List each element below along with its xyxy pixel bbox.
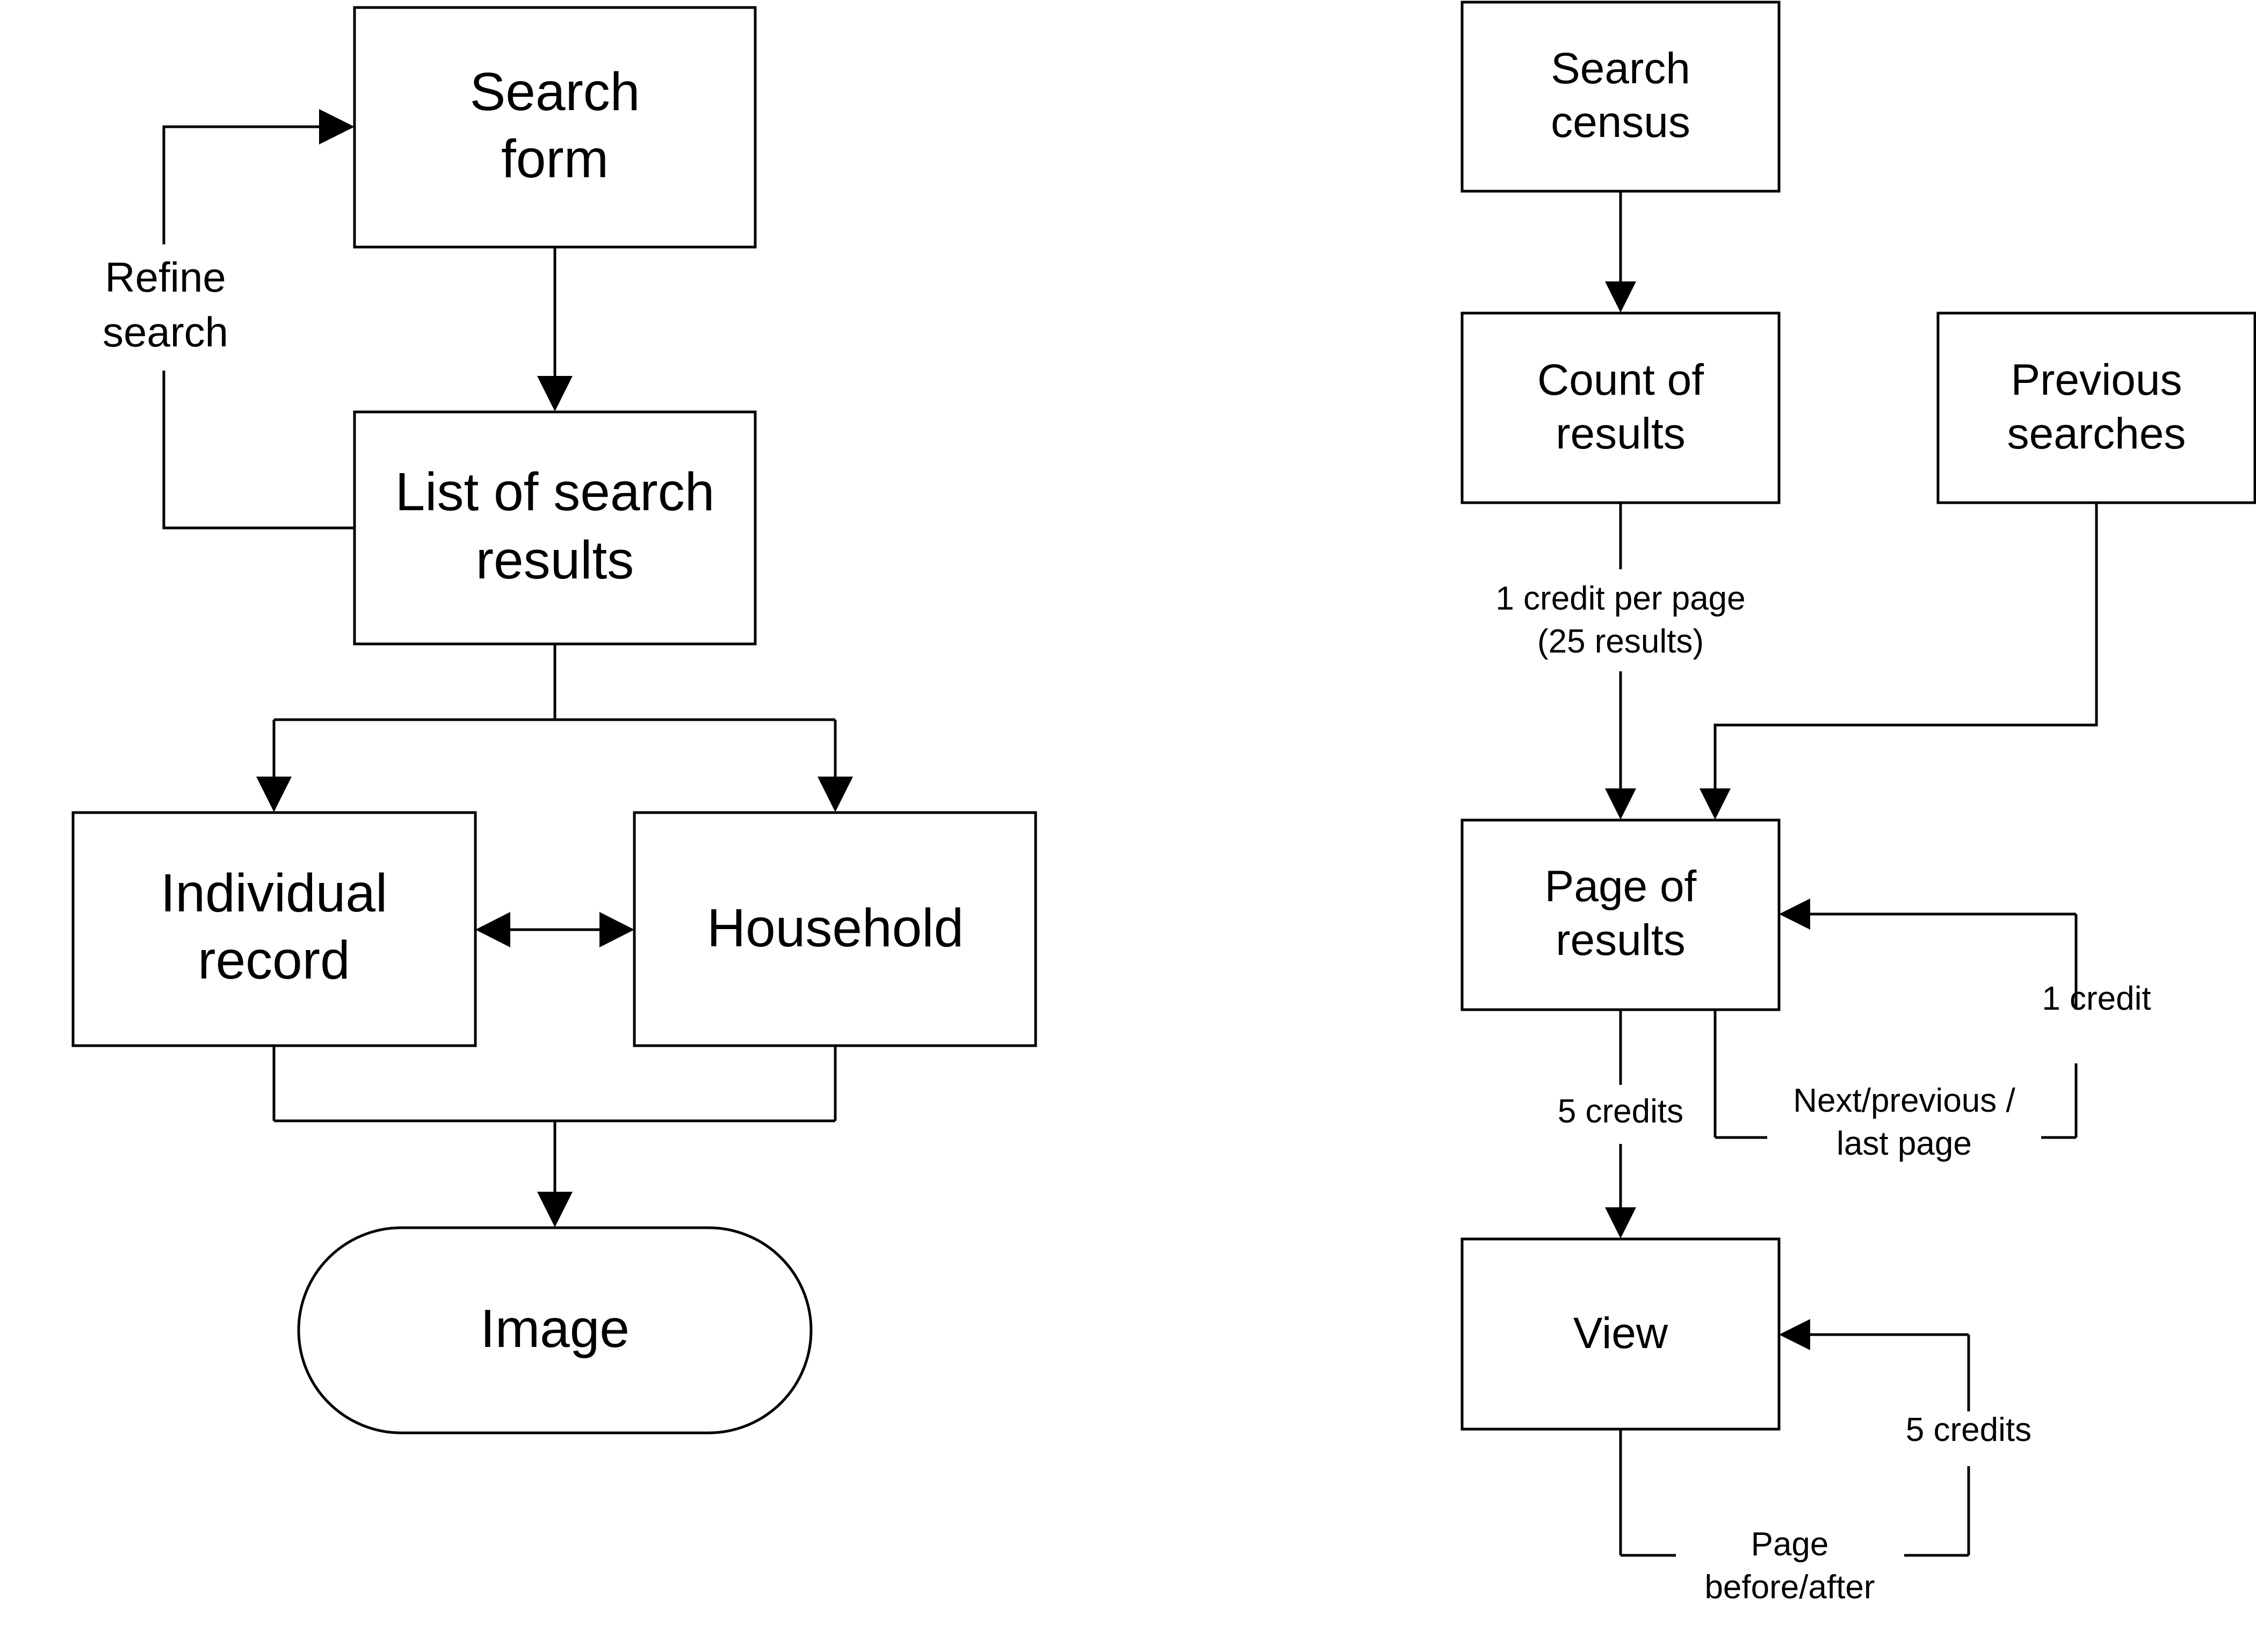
list-results-label-line1: List of search [395, 462, 715, 522]
one-credit-label: 1 credit [2042, 980, 2151, 1017]
count-results-label-line1: Count of [1537, 356, 1704, 404]
household-label: Household [707, 898, 964, 958]
list-results-label-line2: results [476, 530, 634, 590]
page-before-after-label-line2: before/after [1704, 1569, 1875, 1606]
count-of-results-node: Count of results [1460, 311, 1781, 504]
next-previous-loop: 1 credit Next/previous / last page [1713, 899, 2151, 1162]
search-form-node: Search form [353, 6, 757, 249]
next-previous-label-line2: last page [1836, 1125, 1972, 1162]
arrow-merge-to-image [272, 1046, 837, 1227]
page-results-label-line2: results [1556, 916, 1686, 965]
arrow-search-form-to-results [537, 247, 573, 411]
image-label: Image [480, 1299, 630, 1359]
view-node: View [1460, 1237, 1781, 1431]
arrow-individual-household [475, 912, 634, 947]
count-results-label-line2: results [1556, 409, 1686, 458]
five-credits-down-label: 5 credits [1558, 1093, 1683, 1130]
list-of-search-results-node: List of search results [353, 410, 757, 646]
credit-per-page-label-line2: (25 results) [1537, 623, 1704, 660]
arrow-census-to-count [1605, 191, 1636, 313]
search-census-node: Search census [1460, 1, 1781, 193]
page-before-after-loop: 5 credits Page before/after [1619, 1319, 2031, 1606]
page-results-label-line1: Page of [1545, 862, 1697, 911]
arrow-results-split [256, 644, 853, 812]
next-previous-label-line1: Next/previous / [1793, 1082, 2015, 1119]
refine-search-loop: Refine search [103, 109, 355, 530]
five-credits-loop-label: 5 credits [1906, 1411, 2031, 1448]
household-node: Household [633, 811, 1037, 1047]
arrow-count-to-page: 1 credit per page (25 results) [1495, 503, 1746, 820]
search-form-label-line1: Search [470, 62, 640, 122]
credit-per-page-label-line1: 1 credit per page [1495, 580, 1745, 617]
individual-record-label-line1: Individual [161, 863, 388, 923]
previous-searches-label-line1: Previous [2011, 356, 2182, 404]
previous-searches-node: Previous searches [1936, 311, 2256, 504]
individual-record-label-line2: record [198, 930, 350, 990]
image-node: Image [297, 1226, 813, 1434]
refine-search-label-line2: search [103, 308, 228, 356]
individual-record-node: Individual record [71, 811, 477, 1047]
arrow-previous-to-page [1700, 503, 2098, 820]
search-census-label-line1: Search [1551, 44, 1690, 93]
search-census-label-line2: census [1551, 98, 1690, 147]
search-form-label-line2: form [501, 129, 609, 189]
page-of-results-node: Page of results [1460, 818, 1781, 1011]
refine-search-label-line1: Refine [105, 253, 226, 301]
arrow-page-to-view: 5 credits [1558, 1010, 1683, 1238]
previous-searches-label-line2: searches [2007, 409, 2186, 458]
view-label: View [1573, 1309, 1668, 1358]
page-before-after-label-line1: Page [1751, 1526, 1829, 1563]
